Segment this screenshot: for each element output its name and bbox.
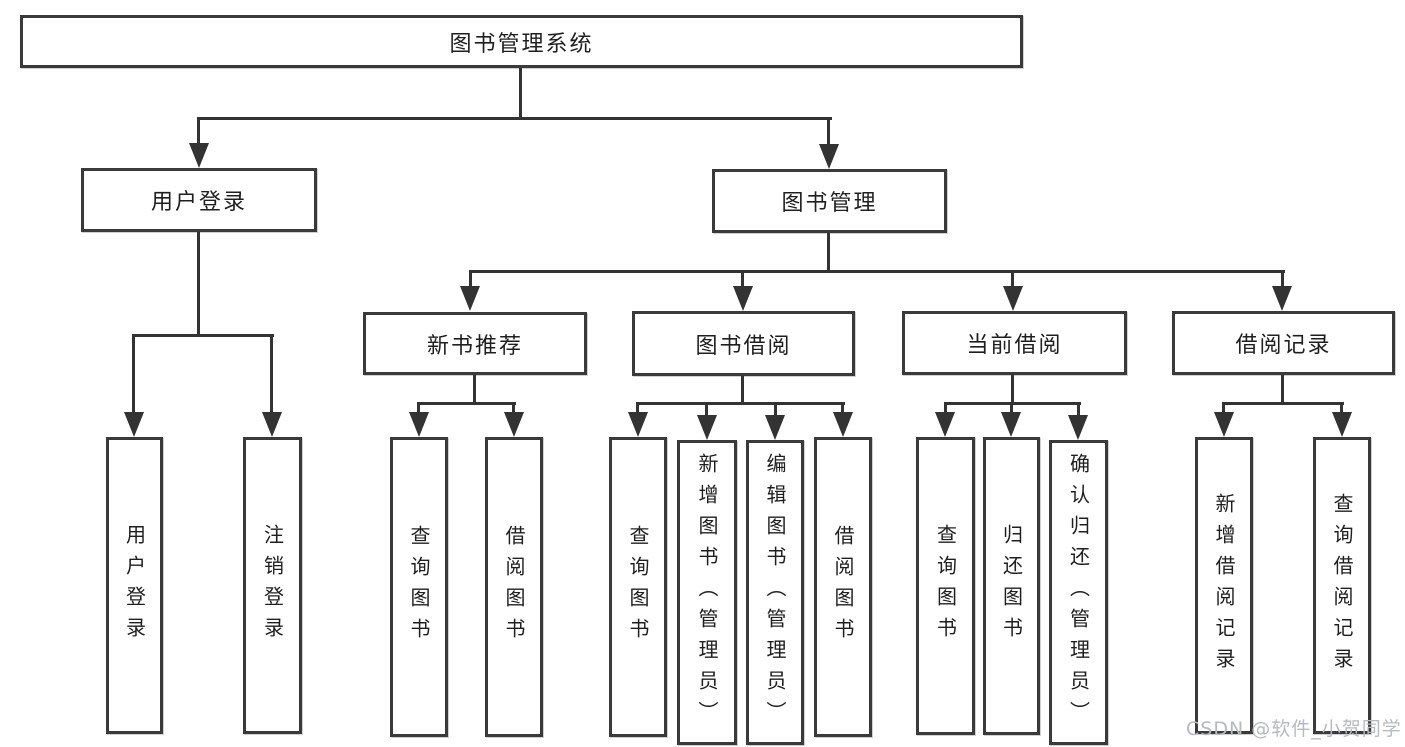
arrowhead-down	[765, 415, 785, 440]
connector-book-management-horizontal	[469, 270, 1285, 273]
arrowhead-down	[1003, 286, 1023, 311]
arrowhead-down	[1214, 412, 1234, 437]
arrowhead-down	[697, 415, 717, 440]
connector-bm-to-cb	[1011, 270, 1014, 290]
arrowhead-down	[733, 286, 753, 311]
arrowhead-down	[124, 412, 144, 437]
connector-user-login-horizontal	[132, 334, 274, 337]
connector-cb-leaf1	[944, 402, 947, 414]
arrowhead-down	[189, 143, 209, 168]
node-book-management: 图书管理	[712, 169, 947, 233]
arrowhead-down	[504, 412, 524, 437]
connector-br-leaf2	[1340, 402, 1343, 414]
node-borrowing-records: 借阅记录	[1172, 311, 1395, 375]
connector-user-login-leaf2	[270, 334, 273, 414]
connector-br-horizontal	[1222, 402, 1344, 405]
arrowhead-down	[819, 144, 839, 169]
leaf-bb-borrow-books: 借阅图书	[814, 437, 872, 737]
connector-nbr-vertical	[473, 375, 476, 405]
arrowhead-down	[1001, 412, 1021, 437]
leaf-br-add-borrow-record: 新增借阅记录	[1195, 437, 1253, 734]
connector-root-to-user-login	[197, 117, 200, 147]
arrowhead-down	[628, 412, 648, 437]
watermark: CSDN @软件_小贺同学	[1186, 718, 1402, 740]
connector-user-login-vertical	[197, 232, 200, 337]
connector-bb-leaf3	[774, 402, 777, 417]
leaf-logout: 注销登录	[243, 437, 302, 734]
connector-user-login-leaf1	[132, 334, 135, 414]
leaf-nbr-query-books: 查询图书	[390, 437, 448, 737]
arrowhead-down	[460, 286, 480, 311]
connector-root-to-book-management	[827, 117, 830, 147]
connector-br-leaf1	[1222, 402, 1225, 414]
leaf-cb-confirm-return-admin: 确认归还（管理员）	[1049, 440, 1108, 745]
connector-nbr-leaf2	[512, 402, 515, 414]
leaf-br-query-borrow-record: 查询借阅记录	[1313, 437, 1371, 734]
connector-root-vertical	[519, 68, 522, 119]
connector-cb-leaf3	[1077, 402, 1080, 417]
leaf-bb-add-books-admin: 新增图书（管理员）	[677, 440, 737, 745]
node-book-borrowing: 图书借阅	[632, 311, 855, 376]
leaf-cb-query-books: 查询图书	[916, 437, 975, 735]
arrowhead-down	[409, 412, 429, 437]
connector-cb-leaf2	[1010, 402, 1013, 414]
arrowhead-down	[262, 412, 282, 437]
connector-bm-to-bb	[741, 270, 744, 290]
leaf-cb-return-books: 归还图书	[983, 437, 1040, 735]
connector-bb-leaf1	[636, 402, 639, 414]
leaf-user-login: 用户登录	[106, 437, 163, 734]
node-current-borrowing: 当前借阅	[902, 311, 1127, 375]
node-user-login: 用户登录	[81, 168, 317, 232]
leaf-bb-query-books: 查询图书	[609, 437, 667, 737]
arrowhead-down	[833, 412, 853, 437]
connector-root-horizontal	[198, 117, 832, 120]
node-new-book-recommendation: 新书推荐	[363, 312, 587, 375]
connector-br-vertical	[1281, 375, 1284, 405]
connector-cb-vertical	[1011, 375, 1014, 405]
arrowhead-down	[1068, 415, 1088, 440]
connector-bb-leaf2	[705, 402, 708, 417]
arrowhead-down	[1272, 286, 1292, 311]
connector-nbr-leaf1	[417, 402, 420, 414]
connector-bb-vertical	[741, 376, 744, 405]
connector-bm-to-nbr	[469, 270, 472, 290]
arrowhead-down	[935, 412, 955, 437]
leaf-nbr-borrow-books: 借阅图书	[485, 437, 543, 737]
arrowhead-down	[1332, 412, 1352, 437]
connector-bm-to-br	[1281, 270, 1284, 290]
leaf-bb-edit-books-admin: 编辑图书（管理员）	[746, 440, 804, 745]
node-library-management-system: 图书管理系统	[20, 15, 1023, 68]
connector-book-management-vertical	[827, 233, 830, 273]
connector-bb-horizontal	[636, 402, 845, 405]
connector-nbr-horizontal	[417, 402, 516, 405]
connector-bb-leaf4	[841, 402, 844, 414]
